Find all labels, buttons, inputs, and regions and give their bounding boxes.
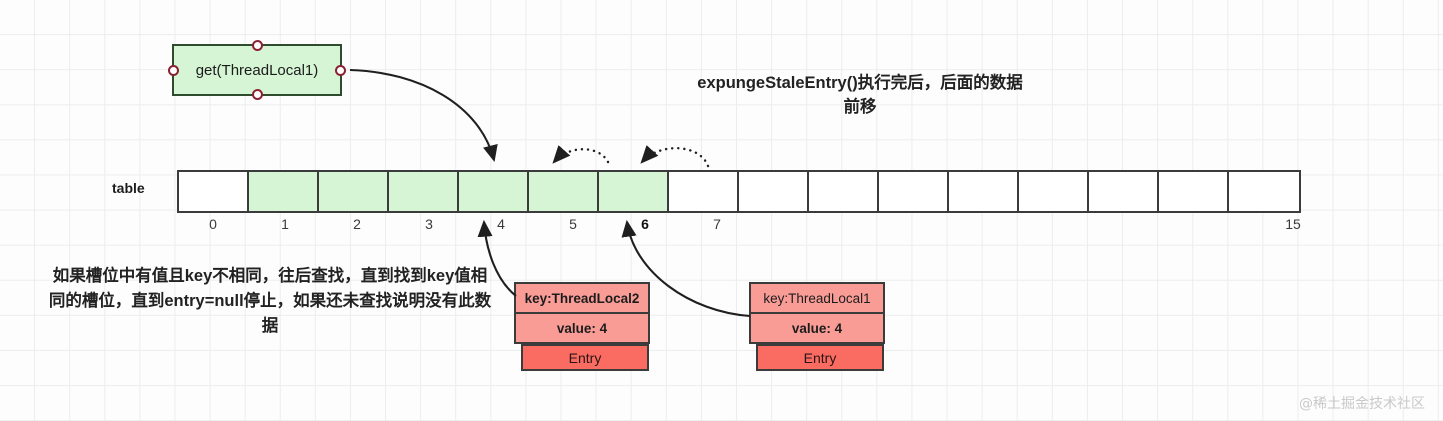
entry-card-threadlocal1[interactable]: key:ThreadLocal1 value: 4 Entry: [749, 282, 885, 371]
table-index-3: 3: [425, 216, 433, 232]
entry-key-row: key:ThreadLocal1: [749, 282, 885, 314]
get-box-label: get(ThreadLocal1): [195, 61, 319, 79]
table-index-2: 2: [353, 216, 361, 232]
table-index-14: [1185, 216, 1257, 238]
table-slot-14[interactable]: [1159, 172, 1229, 211]
arrow-shift-7-to-6: [640, 145, 710, 168]
table-slot-3[interactable]: [389, 172, 459, 211]
table-index-11: [969, 216, 1041, 238]
table-slot-11[interactable]: [949, 172, 1019, 211]
table-slot-9[interactable]: [809, 172, 879, 211]
table-index-labels: 0 1 2 3 4 5 6 7 15: [177, 216, 1329, 238]
table-slot-15[interactable]: [1229, 172, 1299, 211]
table-slot-1[interactable]: [249, 172, 319, 211]
connector-handle-right-icon[interactable]: [335, 64, 346, 76]
table-index-15: 15: [1285, 216, 1301, 232]
connector-handle-top-icon[interactable]: [251, 40, 263, 51]
table-index-5: 5: [569, 216, 577, 232]
table-index-13: [1113, 216, 1185, 238]
table-index-1: 1: [281, 216, 289, 232]
table-slot-8[interactable]: [739, 172, 809, 211]
table-slot-2[interactable]: [319, 172, 389, 211]
table-slot-10[interactable]: [879, 172, 949, 211]
watermark: @稀土掘金技术社区: [1299, 396, 1425, 412]
connector-handle-left-icon[interactable]: [168, 64, 179, 76]
table-index-10: [897, 216, 969, 238]
get-threadlocal-box[interactable]: get(ThreadLocal1): [168, 40, 346, 100]
expunge-note: expungeStaleEntry()执行完后，后面的数据前移: [697, 74, 1023, 116]
table-index-0: 0: [209, 216, 217, 232]
table-index-6: 6: [641, 216, 649, 232]
arrow-shift-6-to-5: [552, 145, 610, 164]
table-slot-5[interactable]: [529, 172, 599, 211]
table-slot-13[interactable]: [1089, 172, 1159, 211]
entry-key-row: key:ThreadLocal2: [514, 282, 650, 314]
table-slot-4[interactable]: [459, 172, 529, 211]
connector-handle-bottom-icon[interactable]: [251, 89, 263, 100]
table-index-8: [753, 216, 825, 238]
lookup-rule-note: 如果槽位中有值且key不相同，往后查找，直到找到key值相同的槽位，直到entr…: [48, 267, 492, 335]
table-label: table: [112, 180, 145, 196]
table-index-7: 7: [713, 216, 721, 232]
table-index-9: [825, 216, 897, 238]
table-slot-6[interactable]: [599, 172, 669, 211]
entry-footer-label: Entry: [521, 344, 649, 371]
table-slot-12[interactable]: [1019, 172, 1089, 211]
arrow-get-to-slot4: [349, 68, 498, 163]
table-slots: [177, 170, 1301, 213]
table-slot-0[interactable]: [179, 172, 249, 211]
table-index-12: [1041, 216, 1113, 238]
entry-card-threadlocal2[interactable]: key:ThreadLocal2 value: 4 Entry: [514, 282, 650, 371]
table-index-4: 4: [497, 216, 505, 232]
entry-value-row: value: 4: [514, 314, 650, 344]
entry-footer-label: Entry: [756, 344, 884, 371]
table-slot-7[interactable]: [669, 172, 739, 211]
entry-value-row: value: 4: [749, 314, 885, 344]
